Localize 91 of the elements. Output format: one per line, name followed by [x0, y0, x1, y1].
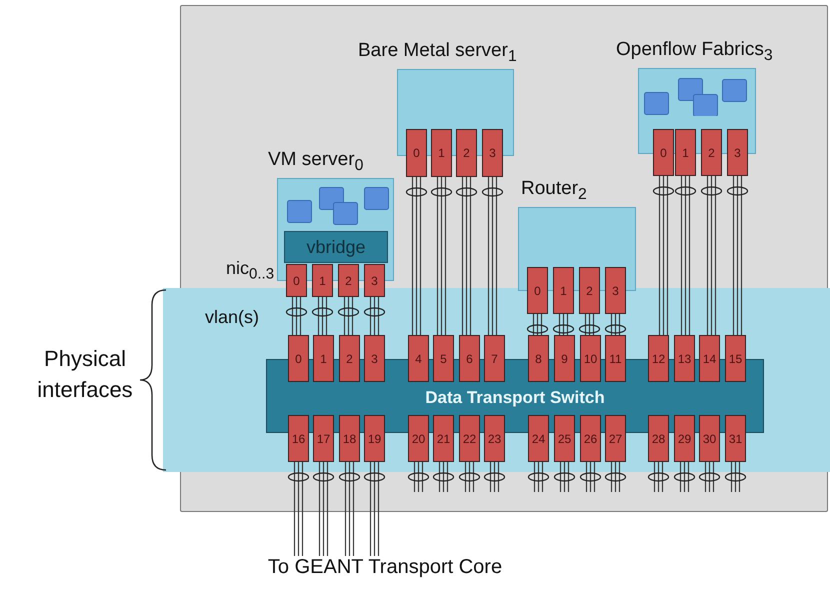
vbridge-box [284, 231, 388, 263]
interface-port: 0 [653, 129, 674, 176]
interface-port: 0 [288, 335, 309, 382]
interface-port: 4 [408, 335, 429, 382]
cable-bundle [344, 296, 354, 336]
interface-port: 0 [406, 129, 427, 177]
interface-port: 11 [605, 335, 626, 382]
cable-bundle [464, 461, 474, 493]
interface-port: 17 [313, 415, 334, 462]
device-title: Router$_{2}$ [521, 178, 587, 204]
interface-port: 16 [288, 415, 309, 462]
interface-port: 7 [484, 335, 505, 382]
interface-port: 23 [484, 415, 505, 462]
cable-bundle [344, 461, 354, 557]
interface-port: 26 [580, 415, 601, 462]
interface-port: 2 [339, 335, 360, 382]
interface-port: 22 [459, 415, 480, 462]
interface-port: 5 [433, 335, 454, 382]
bridge-label: vbridge [306, 236, 366, 258]
cable-bundle [680, 175, 690, 336]
interface-port: 0 [527, 267, 548, 314]
cable-bundle [488, 176, 498, 336]
cable-bundle [534, 461, 544, 493]
interface-port: 9 [554, 335, 575, 382]
cable-bundle [370, 461, 380, 557]
interface-port: 30 [699, 415, 720, 462]
switch-label: Data Transport Switch [424, 388, 606, 408]
cable-bundle [654, 461, 664, 493]
cable-bundle [730, 461, 740, 493]
interface-port: 1 [553, 267, 574, 314]
interface-port: 1 [313, 335, 334, 382]
cable-bundle [658, 175, 668, 336]
cable-bundle [706, 175, 716, 336]
cable-bundle [490, 461, 500, 493]
interface-port: 12 [648, 335, 669, 382]
interface-port: 6 [459, 335, 480, 382]
annotation-label: nic$_{0..3}$ [226, 258, 274, 283]
interface-port: 3 [482, 129, 503, 177]
cable-bundle [704, 461, 714, 493]
interface-port: 13 [674, 335, 695, 382]
cable-bundle [438, 461, 448, 493]
cable-bundle [732, 175, 742, 336]
interface-port: 1 [675, 129, 696, 176]
interface-port: 28 [648, 415, 669, 462]
interface-port: 31 [725, 415, 746, 462]
cable-bundle [294, 461, 304, 557]
interface-port: 8 [528, 335, 549, 382]
group-label: Physical interfaces [36, 345, 134, 404]
cable-bundle [414, 461, 424, 493]
interface-port: 3 [364, 264, 385, 297]
cable-bundle [318, 296, 328, 336]
interface-port: 0 [286, 264, 307, 297]
interface-port: 2 [338, 264, 359, 297]
interface-port: 2 [701, 129, 722, 176]
interface-port: 2 [579, 267, 600, 314]
interface-port: 2 [456, 129, 477, 177]
device-title: Bare Metal server$_{1}$ [358, 40, 517, 66]
destination-label: To GEANT Transport Core [215, 556, 555, 586]
cable-bundle [436, 176, 446, 336]
interface-port: 24 [528, 415, 549, 462]
cable-bundle [532, 313, 542, 336]
cable-bundle [586, 461, 596, 493]
cable-bundle [462, 176, 472, 336]
cable-bundle [560, 461, 570, 493]
interface-port: 18 [339, 415, 360, 462]
cable-bundle [370, 296, 380, 336]
device-title: Openflow Fabrics$_{3}$ [616, 39, 773, 65]
interface-port: 1 [312, 264, 333, 297]
cable-bundle [610, 313, 620, 336]
cable-bundle [584, 313, 594, 336]
interface-port: 25 [554, 415, 575, 462]
interface-port: 20 [408, 415, 429, 462]
interface-port: 1 [431, 129, 452, 177]
cable-bundle [318, 461, 328, 557]
interface-port: 19 [364, 415, 385, 462]
annotation-label: vlan(s) [205, 307, 260, 328]
cable-bundle [292, 296, 302, 336]
device-title: VM server$_{0}$ [268, 149, 364, 175]
interface-port: 3 [364, 335, 385, 382]
interface-port: 15 [725, 335, 746, 382]
cable-bundle [558, 313, 568, 336]
interface-port: 3 [727, 129, 748, 176]
cable-bundle [680, 461, 690, 493]
interface-port: 29 [674, 415, 695, 462]
interface-port: 27 [605, 415, 626, 462]
interface-port: 3 [605, 267, 626, 314]
interface-port: 10 [580, 335, 601, 382]
cable-bundle [610, 461, 620, 493]
interface-port: 14 [699, 335, 720, 382]
interface-port: 21 [433, 415, 454, 462]
cable-bundle [412, 176, 422, 336]
